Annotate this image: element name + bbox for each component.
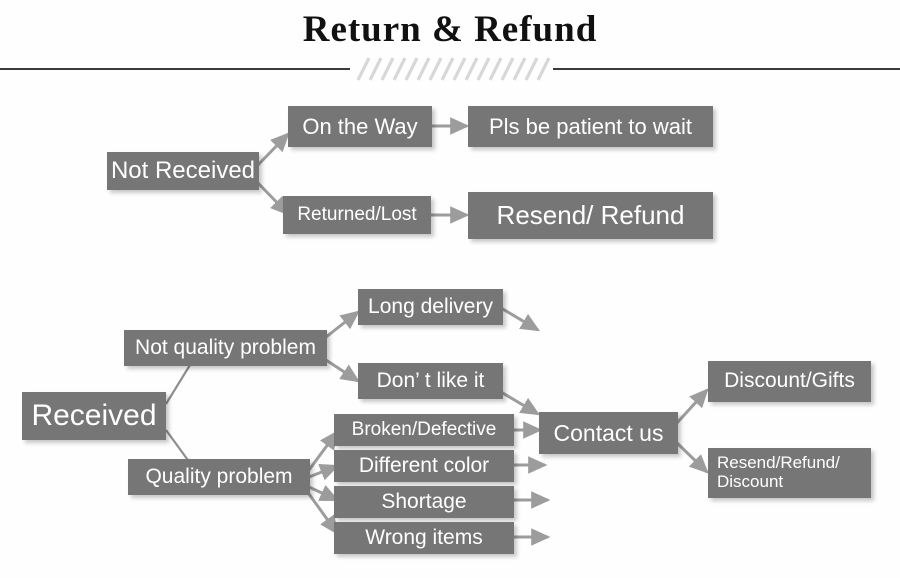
node-not-quality-problem[interactable]: Not quality problem bbox=[124, 330, 327, 366]
node-resend-refund[interactable]: Resend/ Refund bbox=[468, 192, 713, 239]
node-contact-us[interactable]: Contact us bbox=[539, 412, 678, 454]
node-resend-refund-discount[interactable]: Resend/Refund/ Discount bbox=[708, 448, 871, 498]
divider-line-left bbox=[0, 68, 350, 70]
node-on-the-way[interactable]: On the Way bbox=[288, 106, 432, 147]
node-long-delivery[interactable]: Long delivery bbox=[358, 289, 503, 325]
node-broken-defective[interactable]: Broken/Defective bbox=[334, 414, 514, 446]
page-title: Return & Refund bbox=[302, 9, 598, 50]
node-not-received[interactable]: Not Received bbox=[107, 152, 259, 190]
node-discount-gifts[interactable]: Discount/Gifts bbox=[708, 361, 871, 402]
node-returned-lost[interactable]: Returned/Lost bbox=[283, 196, 431, 234]
node-wrong-items[interactable]: Wrong items bbox=[334, 522, 514, 554]
node-shortage[interactable]: Shortage bbox=[334, 486, 514, 518]
node-different-color[interactable]: Different color bbox=[334, 450, 514, 482]
node-quality-problem[interactable]: Quality problem bbox=[128, 459, 310, 495]
node-received[interactable]: Received bbox=[22, 392, 166, 440]
node-pls-be-patient[interactable]: Pls be patient to wait bbox=[468, 106, 713, 147]
divider-line-right bbox=[553, 68, 900, 70]
diagonal-hatch-divider-icon bbox=[352, 57, 552, 81]
node-dont-like-it[interactable]: Don’ t like it bbox=[358, 363, 503, 399]
